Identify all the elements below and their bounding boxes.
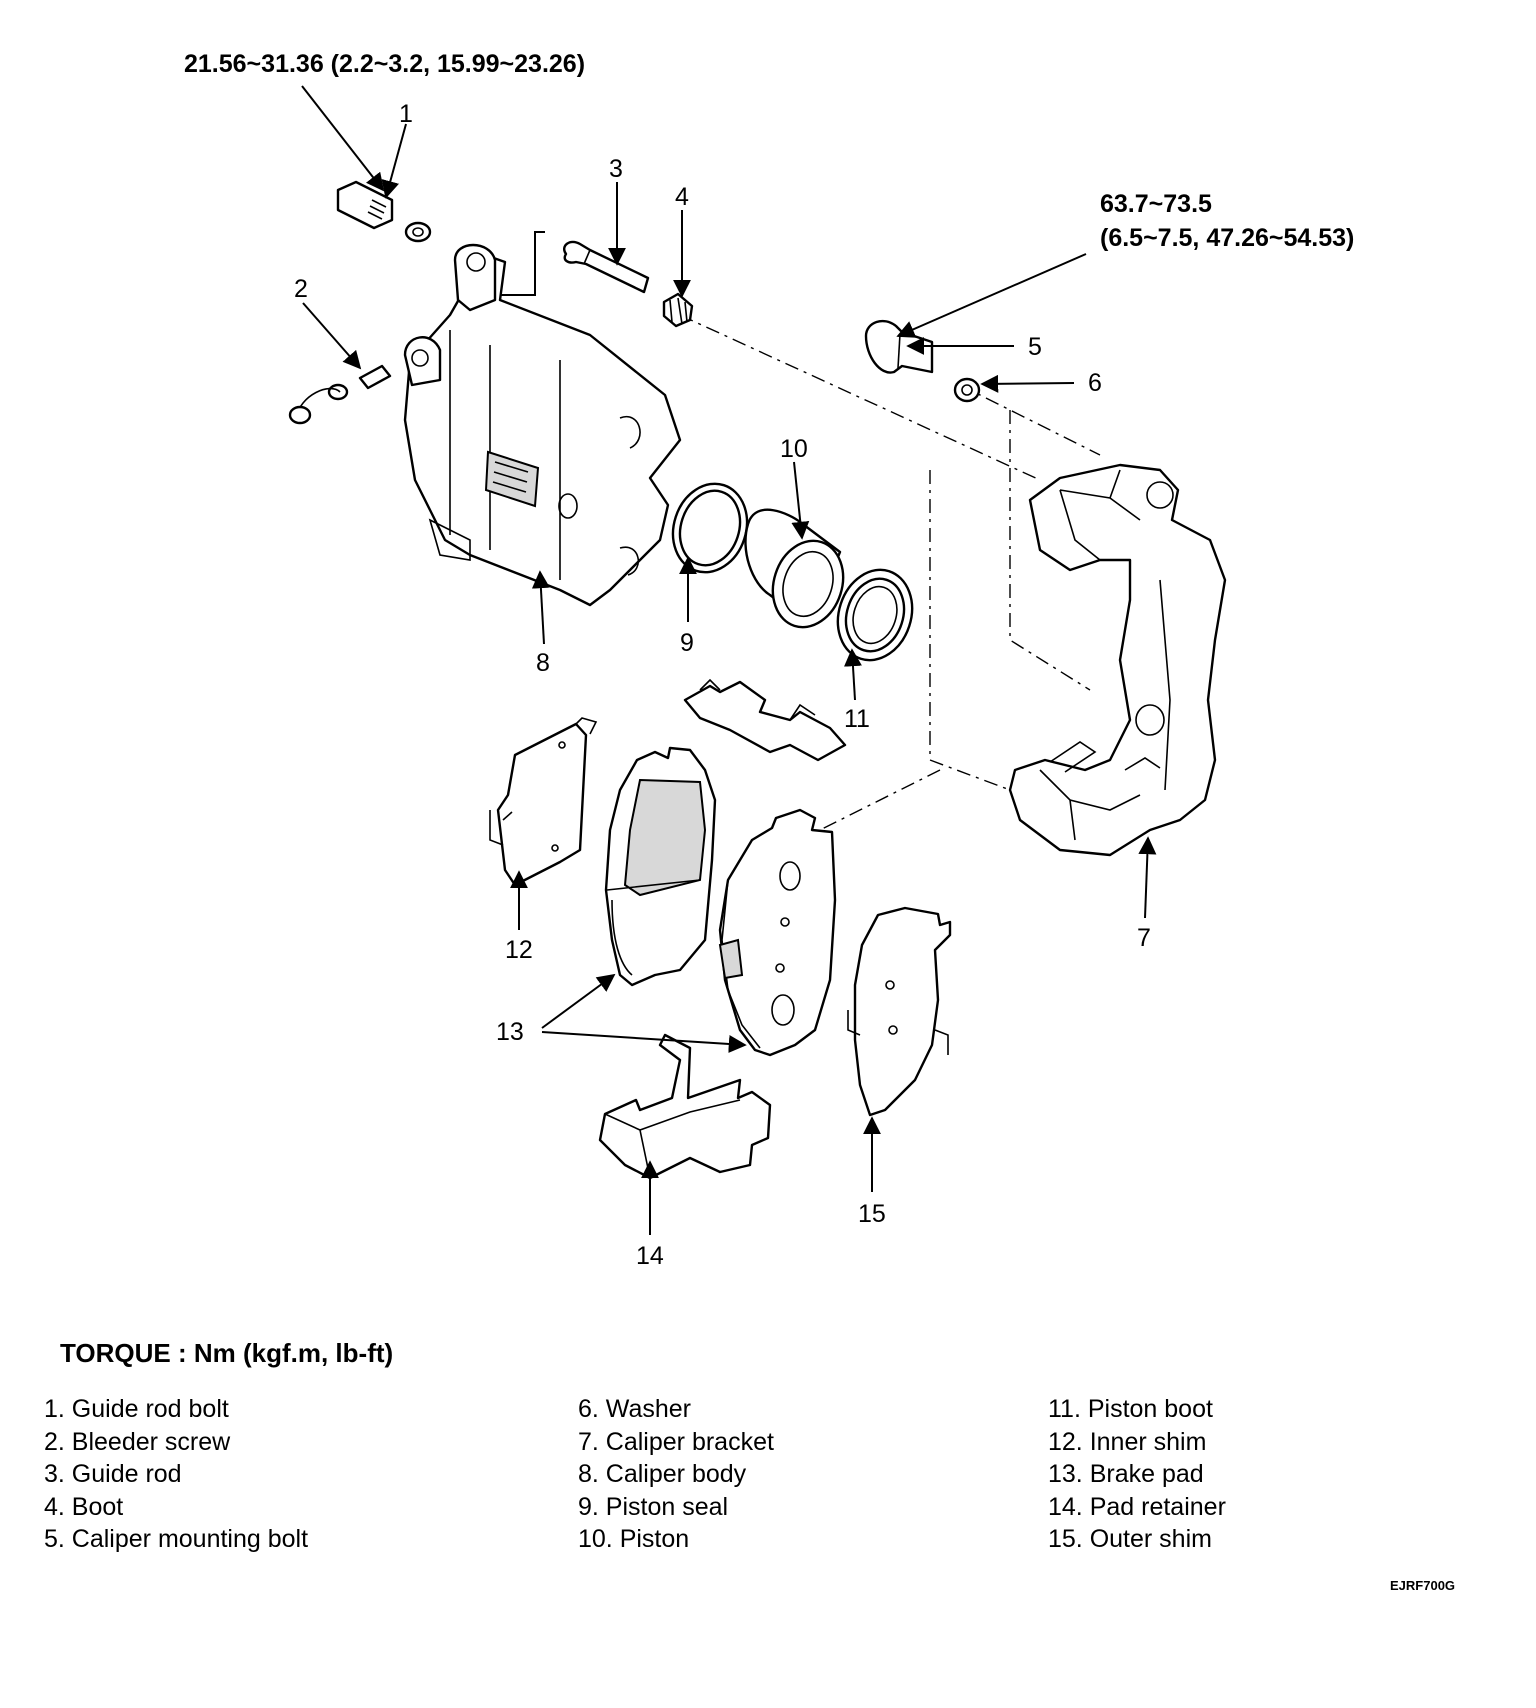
legend-item: 8. Caliper body xyxy=(578,1460,747,1488)
legend-item: 6. Washer xyxy=(578,1395,692,1423)
legend-item: 7. Caliper bracket xyxy=(578,1427,774,1456)
legend-item: 3. Guide rod xyxy=(44,1460,182,1488)
alignment-lines xyxy=(490,231,1101,831)
callout-2: 2 xyxy=(294,275,308,303)
legend-column-2: 6. Washer 7. Caliper bracket 8. Caliper … xyxy=(578,1393,774,1556)
legend-column-3: 11. Piston boot 12. Inner shim 13. Brake… xyxy=(1048,1393,1226,1556)
legend-item: 13. Brake pad xyxy=(1048,1460,1204,1488)
legend-item: 9. Piston seal xyxy=(578,1492,729,1521)
callout-11: 11 xyxy=(844,705,870,733)
callout-1: 1 xyxy=(399,100,413,128)
callout-6: 6 xyxy=(1088,369,1102,397)
legend-item: 5. Caliper mounting bolt xyxy=(44,1525,309,1553)
callout-14: 14 xyxy=(636,1242,664,1270)
callout-4: 4 xyxy=(675,183,689,211)
callout-12: 12 xyxy=(505,936,533,964)
bleeder-screw xyxy=(288,364,392,425)
legend-item: 12. Inner shim xyxy=(1048,1427,1207,1456)
legend-item: 1. Guide rod bolt xyxy=(44,1395,229,1423)
callout-9: 9 xyxy=(680,629,694,657)
legend-item: 2. Bleeder screw xyxy=(44,1427,231,1456)
upper-pad-retainer-clip xyxy=(683,678,847,762)
outer-shim xyxy=(847,906,952,1117)
caliper-exploded-diagram: 21.56~31.36 (2.2~3.2, 15.99~23.26) 63.7~… xyxy=(184,50,1354,1270)
callout-7: 7 xyxy=(1137,924,1151,952)
legend-item: 10. Piston xyxy=(578,1525,690,1553)
leader-lines xyxy=(301,85,1157,1235)
washer xyxy=(953,377,981,403)
callout-15: 15 xyxy=(858,1200,886,1228)
legend-item: 15. Outer shim xyxy=(1048,1525,1212,1553)
caliper-mounting-bolt xyxy=(864,319,934,374)
legend-item: 14. Pad retainer xyxy=(1048,1492,1226,1521)
brake-pad-front xyxy=(718,808,837,1057)
piston-boot xyxy=(836,568,914,662)
callout-8: 8 xyxy=(536,649,550,677)
inner-shim xyxy=(489,717,598,887)
caliper-body xyxy=(403,243,682,607)
legend-item: 4. Boot xyxy=(44,1492,124,1521)
piston xyxy=(744,508,845,629)
pad-retainer xyxy=(598,1033,772,1180)
caliper-bracket xyxy=(1008,463,1227,857)
brake-pad-rear xyxy=(604,746,717,987)
callout-13: 13 xyxy=(496,1018,524,1046)
callout-5: 5 xyxy=(1028,333,1042,361)
callout-3: 3 xyxy=(609,155,623,183)
legend-item: 11. Piston boot xyxy=(1048,1395,1213,1423)
mounting-bolt-torque-line2: (6.5~7.5, 47.26~54.53) xyxy=(1100,224,1354,252)
legend-title: TORQUE : Nm (kgf.m, lb-ft) xyxy=(60,1338,394,1368)
guide-rod xyxy=(563,240,650,294)
guide-rod-bolt xyxy=(336,180,432,243)
mounting-bolt-torque-line1: 63.7~73.5 xyxy=(1100,190,1212,218)
guide-rod-bolt-torque: 21.56~31.36 (2.2~3.2, 15.99~23.26) xyxy=(184,50,585,78)
callout-10: 10 xyxy=(780,435,808,463)
callout-numbers: 1 2 3 4 5 6 7 8 9 10 11 12 13 14 15 xyxy=(294,100,1151,1270)
legend-column-1: 1. Guide rod bolt 2. Bleeder screw 3. Gu… xyxy=(44,1393,308,1556)
guide-rod-boot xyxy=(662,292,694,328)
figure-code: EJRF700G xyxy=(1390,1578,1456,1593)
piston-seal xyxy=(671,482,749,574)
